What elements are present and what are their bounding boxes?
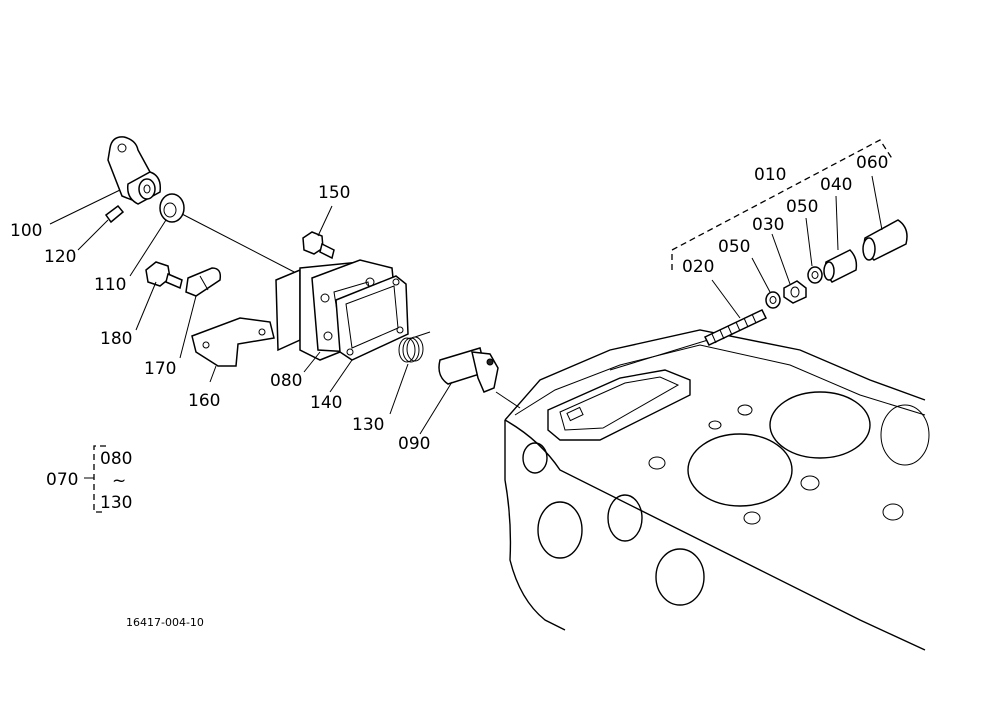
label-050-b: 050 (786, 197, 818, 217)
label-180: 180 (100, 329, 132, 349)
part-040-sleeve (823, 249, 858, 283)
part-110-bushing (159, 193, 185, 223)
label-110: 110 (94, 275, 126, 295)
drawing-code: 16417-004-10 (126, 616, 204, 629)
label-130-range-end: 130 (100, 493, 132, 513)
part-030-nut (783, 280, 807, 304)
label-120: 120 (44, 247, 76, 267)
label-170: 170 (144, 359, 176, 379)
part-050-washer-b (807, 266, 823, 284)
engine-block (504, 329, 930, 651)
label-050-a: 050 (718, 237, 750, 257)
part-090-shaft (438, 347, 521, 409)
label-060: 060 (856, 153, 888, 173)
label-090: 090 (398, 434, 430, 454)
part-180-bolt (145, 261, 183, 290)
part-150-bolt (302, 231, 335, 260)
label-160: 160 (188, 391, 220, 411)
part-050-washer-a (765, 291, 781, 309)
label-040: 040 (820, 175, 852, 195)
part-060-cap (862, 219, 908, 261)
assembly-010-bracket (671, 139, 894, 270)
part-170-clip (185, 267, 222, 297)
label-070: 070 (46, 470, 78, 490)
label-030: 030 (752, 215, 784, 235)
label-010: 010 (754, 165, 786, 185)
part-020-threaded-rod (609, 309, 768, 371)
label-150: 150 (318, 183, 350, 203)
part-130-spring (398, 331, 431, 363)
label-130: 130 (352, 415, 384, 435)
part-100-lever (107, 136, 162, 205)
range-bracket-070 (84, 445, 106, 513)
label-range-tilde: ~ (112, 471, 126, 491)
part-140-gasket (335, 275, 409, 361)
label-080-range-start: 080 (100, 449, 132, 469)
label-140: 140 (310, 393, 342, 413)
label-080: 080 (270, 371, 302, 391)
callout-labels: 100 120 110 180 170 160 150 080 140 130 … (10, 153, 888, 629)
part-120-pin (104, 204, 125, 224)
label-100: 100 (10, 221, 42, 241)
leader-lines (49, 175, 883, 435)
label-020: 020 (682, 257, 714, 277)
part-160-bracket (191, 317, 275, 367)
